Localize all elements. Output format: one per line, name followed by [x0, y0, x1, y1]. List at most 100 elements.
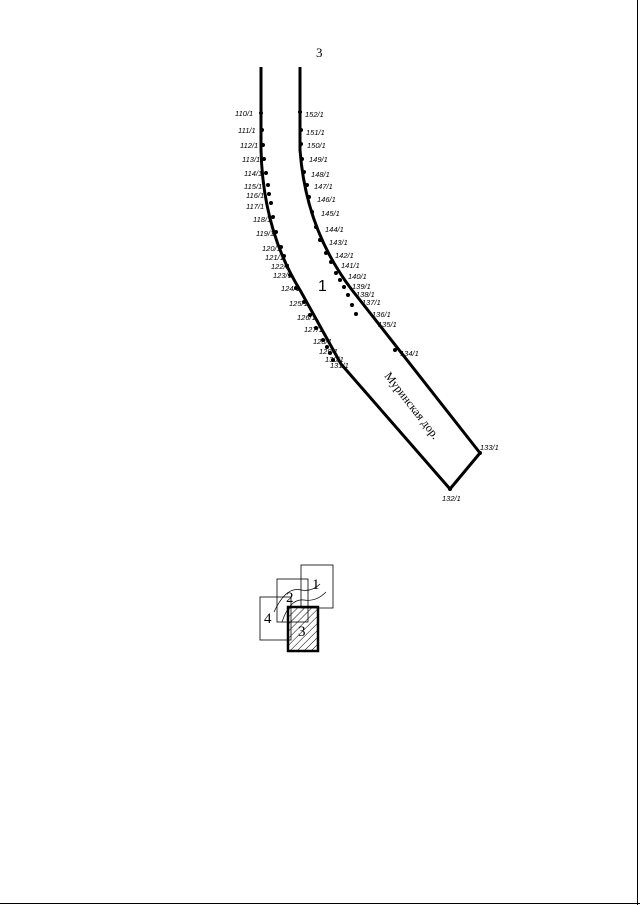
left-boundary-point-label: 118/1	[253, 215, 271, 224]
left-boundary-point-label: 116/1	[246, 191, 264, 200]
left-boundary-point-marker	[331, 358, 335, 362]
parcel-number: 1	[318, 278, 327, 295]
sheet-label-2: 2	[286, 590, 294, 606]
right-boundary-point-label: 144/1	[325, 225, 344, 234]
left-boundary-point-marker	[269, 201, 273, 205]
left-boundary-point-marker	[262, 157, 266, 161]
left-boundary-point-label: 126/1	[297, 313, 316, 322]
right-boundary-point-label: 134/1	[400, 349, 419, 358]
left-boundary-point-label: 113/1	[242, 155, 260, 164]
right-boundary-point-marker	[300, 157, 304, 161]
right-boundary-point-marker	[310, 210, 314, 214]
left-boundary-point-marker	[267, 192, 271, 196]
right-boundary-point-label: 141/1	[341, 261, 360, 270]
left-boundary-point-marker	[448, 487, 452, 491]
right-boundary-point-label: 133/1	[480, 443, 499, 452]
right-boundary-point-marker	[299, 128, 303, 132]
right-boundary-point-label: 149/1	[309, 155, 328, 164]
left-boundary-point-label: 128/1	[313, 337, 332, 346]
road-outline-in-scheme	[273, 583, 327, 623]
page-edge-bottom	[0, 903, 640, 904]
sheet-3-frame-highlighted	[286, 605, 320, 653]
right-boundary-point-marker	[334, 271, 338, 275]
sheet-label-3: 3	[298, 624, 306, 640]
sheet-label-1: 1	[312, 577, 320, 593]
left-boundary-point-marker	[314, 326, 318, 330]
parcel-left-boundary	[259, 67, 452, 490]
right-boundary-point-label: 138/1	[356, 290, 375, 299]
left-boundary-point-marker	[261, 143, 265, 147]
right-boundary-point-label: 147/1	[314, 182, 333, 191]
right-boundary-point-label: 135/1	[378, 320, 397, 329]
left-boundary-point-marker	[288, 273, 292, 277]
left-boundary-point-marker	[308, 313, 312, 317]
road-name-label: Муринская дор.	[382, 369, 443, 442]
left-boundary-point-label: 120/1	[262, 244, 281, 253]
left-boundary-point-label: 122/1	[271, 262, 290, 271]
left-boundary-point-label: 112/1	[240, 141, 258, 150]
left-boundary-point-marker	[294, 286, 298, 290]
right-boundary-point-marker	[302, 170, 306, 174]
left-boundary-point-label: 115/1	[244, 182, 262, 191]
left-boundary-point-label: 110/1	[235, 109, 253, 118]
right-boundary-point-marker	[329, 260, 333, 264]
right-boundary-point-marker	[307, 195, 311, 199]
right-boundary-point-label: 148/1	[311, 170, 330, 179]
right-boundary-point-label: 136/1	[372, 310, 391, 319]
left-boundary-point-marker	[259, 111, 263, 115]
left-boundary-point-marker	[274, 230, 278, 234]
left-boundary-point-marker	[271, 215, 275, 219]
right-boundary-point-marker	[393, 348, 397, 352]
left-boundary-point-label: 123/1	[273, 271, 292, 280]
left-boundary-point-marker	[302, 300, 306, 304]
right-boundary-point-marker	[324, 251, 328, 255]
sheet-index-scheme: 1 2 3 4	[259, 564, 334, 653]
left-boundary-point-marker	[266, 183, 270, 187]
left-boundary-point-label: 129/1	[319, 347, 338, 356]
right-boundary-point-marker	[298, 110, 302, 114]
left-boundary-point-label: 119/1	[256, 229, 274, 238]
parcel-right-boundary	[298, 67, 482, 454]
left-boundary-point-marker	[325, 345, 329, 349]
left-boundary-point-label: 117/1	[246, 202, 264, 211]
left-boundary-point-marker	[285, 264, 289, 268]
right-boundary-point-marker	[299, 142, 303, 146]
left-boundary-point-label: 125/1	[289, 299, 308, 308]
left-boundary-point-label: 132/1	[442, 494, 461, 503]
page-number: 3	[316, 45, 323, 60]
left-boundary-point-label: 131/1	[330, 361, 349, 370]
right-boundary-point-label: 150/1	[307, 141, 326, 150]
left-boundary-point-label: 127/1	[304, 325, 323, 334]
left-boundary-point-marker	[328, 351, 332, 355]
left-boundary-point-label: 111/1	[238, 126, 256, 135]
right-boundary-point-marker	[478, 451, 482, 455]
right-boundary-point-label: 139/1	[352, 282, 371, 291]
right-boundary-point-marker	[318, 238, 322, 242]
page-edge-right	[637, 0, 638, 905]
left-boundary-point-label: 124/1	[281, 284, 300, 293]
right-boundary-point-label: 137/1	[362, 298, 381, 307]
right-boundary-point-marker	[305, 183, 309, 187]
right-boundary-point-label: 145/1	[321, 209, 340, 218]
left-boundary-point-marker	[282, 254, 286, 258]
right-boundary-point-label: 142/1	[335, 251, 354, 260]
left-boundary-point-marker	[279, 245, 283, 249]
right-boundary-point-label: 152/1	[305, 110, 324, 119]
sheet-label-4: 4	[264, 611, 272, 627]
right-boundary-point-marker	[346, 293, 350, 297]
right-boundary-point-marker	[354, 312, 358, 316]
left-boundary-point-marker	[321, 338, 325, 342]
right-boundary-point-marker	[350, 303, 354, 307]
right-boundary-point-label: 151/1	[306, 128, 325, 137]
left-boundary-point-label: 114/1	[244, 169, 262, 178]
right-boundary-points: 152/1 151/1 150/1 149/1 148/1 147/1 146/1 145/1…	[298, 110, 499, 455]
right-boundary-point-label: 143/1	[329, 238, 348, 247]
right-boundary-point-label: 140/1	[348, 272, 367, 281]
left-boundary-point-marker	[260, 128, 264, 132]
right-boundary-point-label: 146/1	[317, 195, 336, 204]
right-boundary-point-marker	[338, 278, 342, 282]
right-boundary-point-marker	[342, 285, 346, 289]
